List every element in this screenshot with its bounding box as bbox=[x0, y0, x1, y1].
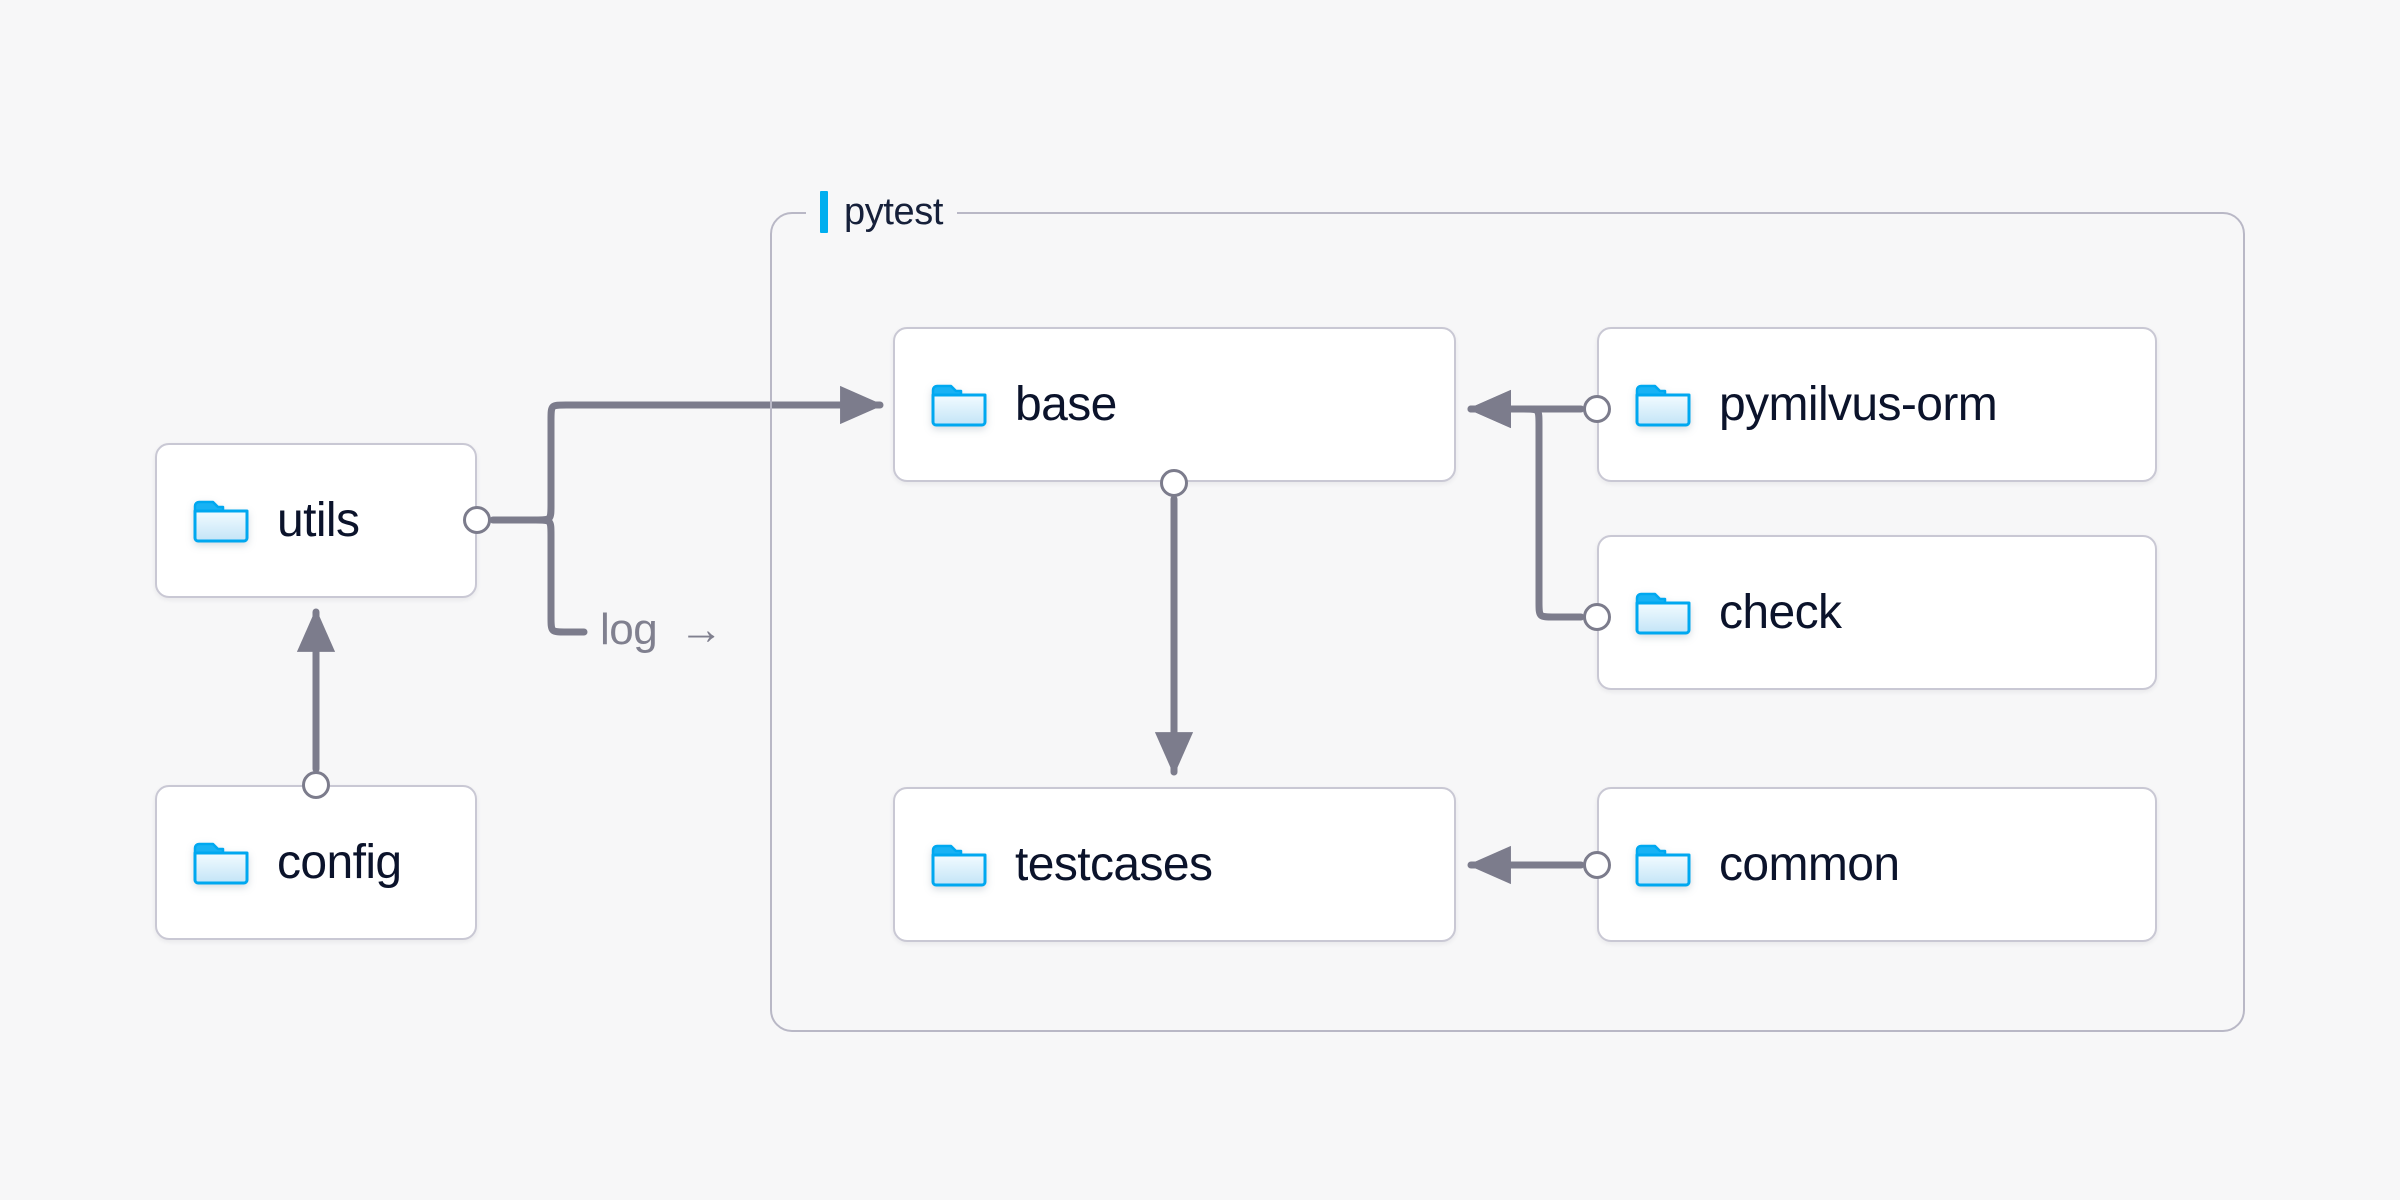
node-common[interactable]: common bbox=[1597, 787, 2157, 942]
node-base[interactable]: base bbox=[893, 327, 1456, 482]
edge-label-log: log → bbox=[600, 608, 723, 652]
arrow-right-icon: → bbox=[679, 605, 723, 654]
folder-icon bbox=[931, 382, 987, 428]
port-utils-right[interactable] bbox=[463, 506, 491, 534]
node-pymilvus-orm[interactable]: pymilvus-orm bbox=[1597, 327, 2157, 482]
port-base-bottom[interactable] bbox=[1160, 469, 1188, 497]
group-accent-bar bbox=[820, 191, 828, 233]
node-pymilvus-orm-label: pymilvus-orm bbox=[1719, 377, 1998, 431]
node-config[interactable]: config bbox=[155, 785, 477, 940]
node-testcases[interactable]: testcases bbox=[893, 787, 1456, 942]
group-pytest[interactable] bbox=[770, 212, 2245, 1032]
folder-icon bbox=[931, 842, 987, 888]
node-config-label: config bbox=[277, 835, 402, 889]
port-config-top[interactable] bbox=[302, 771, 330, 799]
port-pymilvus-orm-left[interactable] bbox=[1583, 395, 1611, 423]
node-utils[interactable]: utils bbox=[155, 443, 477, 598]
folder-icon bbox=[1635, 842, 1691, 888]
node-common-label: common bbox=[1719, 837, 1900, 891]
port-common-left[interactable] bbox=[1583, 851, 1611, 879]
folder-icon bbox=[1635, 590, 1691, 636]
edge-label-log-text: log bbox=[600, 605, 658, 654]
node-base-label: base bbox=[1015, 377, 1117, 431]
node-utils-label: utils bbox=[277, 493, 360, 547]
edge-utils-to-log bbox=[532, 516, 588, 636]
node-check-label: check bbox=[1719, 585, 1842, 639]
node-testcases-label: testcases bbox=[1015, 837, 1213, 891]
node-check[interactable]: check bbox=[1597, 535, 2157, 690]
folder-icon bbox=[193, 498, 249, 544]
folder-icon bbox=[1635, 382, 1691, 428]
group-pytest-label: pytest bbox=[806, 186, 957, 238]
folder-icon bbox=[193, 840, 249, 886]
group-title-text: pytest bbox=[844, 190, 943, 233]
port-check-left[interactable] bbox=[1583, 603, 1611, 631]
